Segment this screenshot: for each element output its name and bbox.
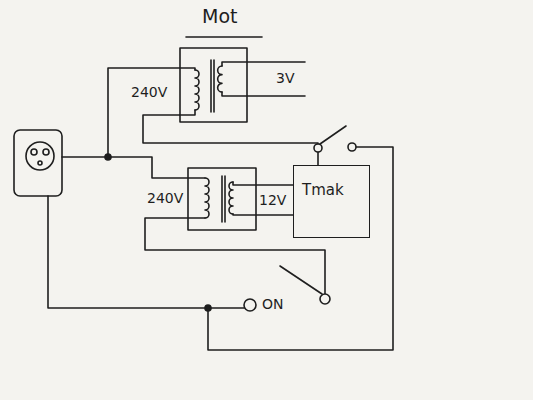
socket-pin (31, 149, 37, 155)
secondary-lead (222, 62, 305, 96)
part-name: Tmak (302, 182, 344, 199)
coil-windings (195, 66, 233, 218)
wire (48, 196, 244, 308)
transformer-outline (188, 168, 256, 230)
voltage-label: 240V (131, 84, 167, 100)
voltage-label: 12V (259, 192, 286, 208)
wire (208, 147, 393, 350)
contact-terminal (348, 143, 356, 151)
coil-winding (229, 182, 233, 214)
coil-winding (195, 70, 199, 110)
secondary-lead (233, 182, 293, 215)
contact-blade (320, 126, 346, 144)
voltage-label: 3V (276, 70, 294, 86)
wire (180, 110, 195, 115)
wire (62, 156, 108, 158)
transformer-core (211, 60, 214, 112)
transformer-core (222, 176, 225, 222)
heading-underline (186, 36, 262, 38)
switch-blade (280, 266, 322, 294)
contact-terminal (314, 144, 322, 152)
transformer-outline (180, 48, 247, 122)
wire (108, 68, 195, 157)
socket-face (26, 142, 54, 170)
junction-dot (105, 154, 111, 160)
relay-box: Tmak (293, 165, 370, 238)
switch-label: ON (262, 296, 284, 312)
switch-terminal (320, 294, 330, 304)
transformer-box: Mot (180, 6, 247, 122)
coil-winding (205, 178, 209, 218)
junction-dot (205, 305, 211, 311)
voltage-label: 240V (147, 190, 183, 206)
socket-pin (43, 149, 49, 155)
socket-pin (38, 161, 42, 165)
part-heading: Mot (202, 6, 237, 28)
coil-winding (218, 66, 222, 92)
socket-outline (14, 130, 62, 196)
switch-terminal (244, 299, 256, 311)
